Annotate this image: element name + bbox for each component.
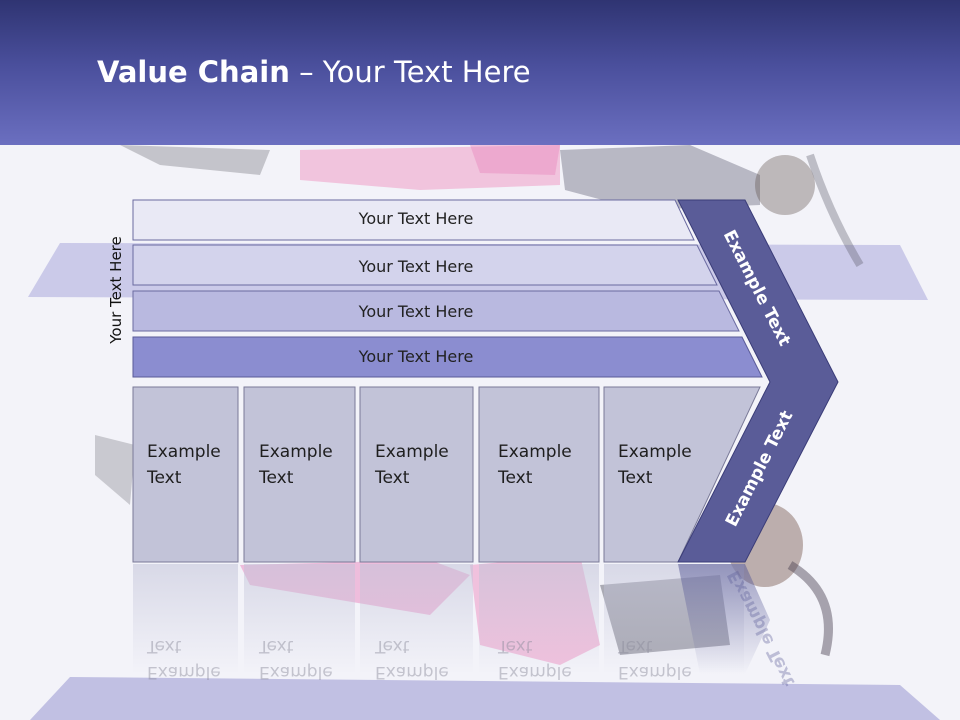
figure-lower-arm — [787, 561, 833, 657]
chevron-arrow — [677, 199, 839, 563]
box-3-refl-line1: Example — [375, 662, 449, 682]
mat-lower — [30, 677, 940, 720]
box-1-refl-line2: Text — [147, 636, 182, 656]
slide-title-bold: Value Chain — [97, 55, 290, 89]
box-5-line1: Example — [618, 442, 692, 462]
box-1-line2: Text — [147, 468, 182, 488]
figure-lower-foot — [95, 435, 135, 505]
figure-upper-torso — [560, 145, 760, 210]
box-2-reflection — [244, 564, 355, 674]
box-4 — [478, 386, 600, 563]
box-2-line1: Example — [259, 442, 333, 462]
figure-upper-braid — [806, 153, 864, 268]
figure-upper-knee — [470, 145, 560, 175]
bar-1-label: Your Text Here — [358, 209, 474, 228]
box-5-refl-line1: Example — [618, 662, 692, 682]
box-1 — [132, 386, 239, 563]
box-3-reflection — [360, 564, 473, 674]
box-4-refl-line2: Text — [498, 636, 533, 656]
bar-3-label: Your Text Here — [358, 302, 474, 321]
bar-4-label: Your Text Here — [358, 347, 474, 366]
slide-title: Value Chain – Your Text Here — [97, 55, 531, 89]
box-2-refl-line1: Example — [259, 662, 333, 682]
box-5-line2: Text — [618, 468, 653, 488]
box-1-refl-line1: Example — [147, 662, 221, 682]
figure-upper-head — [755, 155, 815, 215]
bar-2 — [132, 244, 718, 286]
figure-upper-legs — [300, 145, 560, 190]
box-1-label-reflection: Example Text — [147, 633, 221, 685]
box-2-refl-line2: Text — [259, 636, 294, 656]
box-1-line1: Example — [147, 442, 221, 462]
box-4-line2: Text — [498, 468, 533, 488]
box-2 — [243, 386, 356, 563]
bar-2-label: Your Text Here — [358, 257, 474, 276]
box-2-label-reflection: Example Text — [259, 633, 333, 685]
box-3-label-reflection: Example Text — [375, 633, 449, 685]
figure-upper-foot — [120, 145, 270, 175]
bar-1 — [132, 199, 695, 241]
box-4-refl-line1: Example — [498, 662, 572, 682]
box-5-refl-line2: Text — [618, 636, 653, 656]
box-3 — [359, 386, 474, 563]
box-3-line1: Example — [375, 442, 449, 462]
bar-4 — [132, 336, 763, 378]
side-label: Your Text Here — [107, 236, 125, 344]
bar-3 — [132, 290, 740, 332]
box-5-label-reflection: Example Text — [618, 633, 692, 685]
box-4-label-reflection: Example Text — [498, 633, 572, 685]
box-3-refl-line2: Text — [375, 636, 410, 656]
chevron-reflection — [678, 564, 770, 674]
box-4-reflection — [479, 564, 599, 674]
box-1-reflection — [133, 564, 238, 674]
box-4-line1: Example — [498, 442, 572, 462]
box-2-line2: Text — [259, 468, 294, 488]
box-3-line2: Text — [375, 468, 410, 488]
title-banner: Value Chain – Your Text Here — [0, 0, 960, 145]
slide-title-rest: – Your Text Here — [289, 55, 531, 89]
